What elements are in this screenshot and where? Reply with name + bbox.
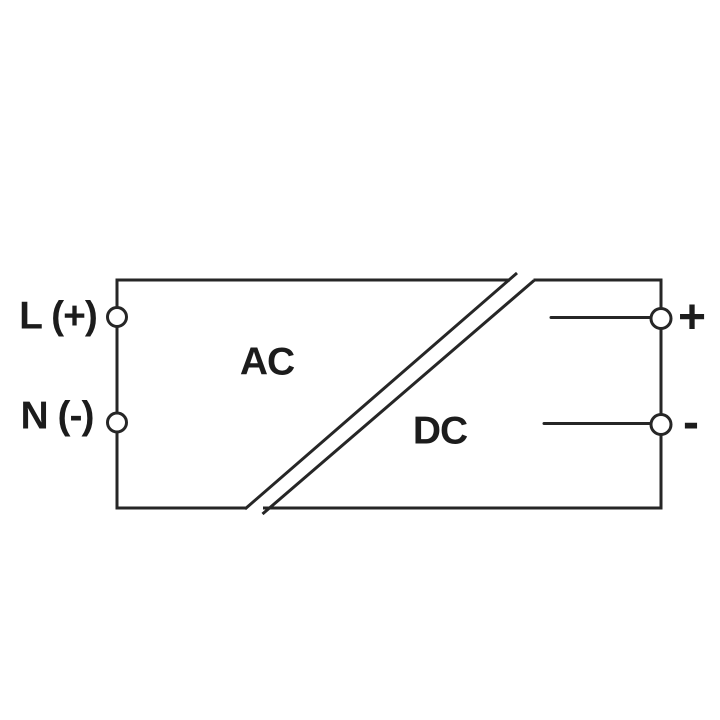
dc-region-label: DC xyxy=(412,409,468,453)
converter-box-outline xyxy=(115,278,663,510)
output-negative-label: - xyxy=(683,396,699,449)
terminal-output-positive xyxy=(649,307,673,330)
separator-line-left xyxy=(244,271,518,511)
terminal-input-line xyxy=(106,306,128,328)
ac-dc-separator xyxy=(244,271,535,516)
separator-line-right xyxy=(261,279,535,516)
input-line-label: L (+) xyxy=(19,294,98,338)
input-neutral-label: N (-) xyxy=(20,394,95,438)
ac-region-label: AC xyxy=(239,340,295,384)
terminal-output-negative xyxy=(649,413,673,436)
terminal-input-neutral xyxy=(106,411,128,434)
output-positive-label: + xyxy=(677,291,707,344)
